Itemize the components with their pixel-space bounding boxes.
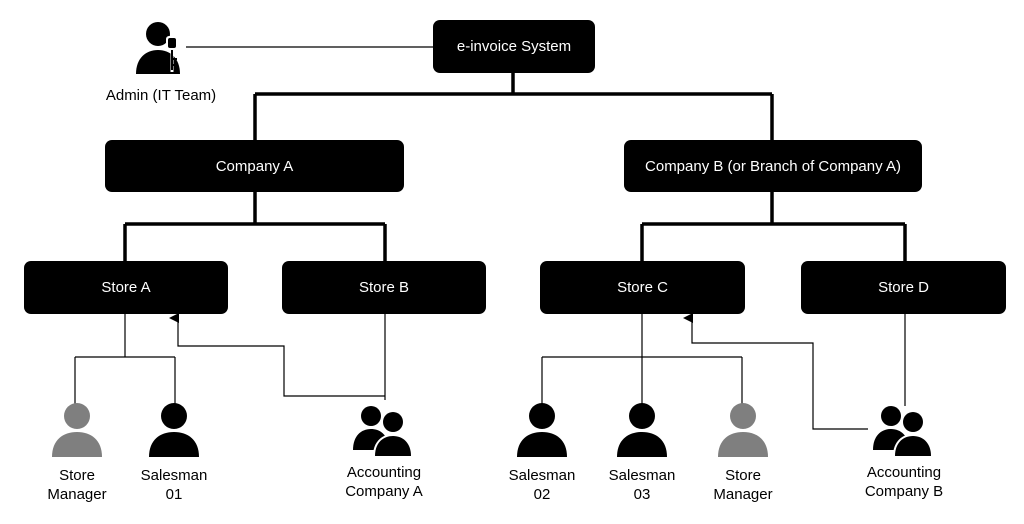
arrow-accountingB-to-storeC bbox=[683, 313, 868, 430]
connector-system-companies bbox=[253, 72, 774, 140]
person-label-line2: 03 bbox=[633, 486, 651, 503]
person-icon bbox=[715, 402, 771, 458]
system-box: e-invoice System bbox=[433, 20, 595, 73]
connector-storeA-staff bbox=[74, 314, 176, 405]
admin-with-key-icon bbox=[132, 20, 188, 76]
group-icon bbox=[349, 402, 419, 458]
connector-companyA-stores bbox=[123, 191, 387, 262]
arrow-accountingA-to-storeA bbox=[169, 313, 385, 397]
person-icon bbox=[514, 402, 570, 458]
person-label-line1: Store bbox=[725, 467, 761, 484]
admin-label: Admin (IT Team) bbox=[105, 87, 217, 104]
store-box-d: Store D bbox=[801, 261, 1006, 314]
person-label: Salesman 02 bbox=[482, 466, 602, 504]
person-label-line1: Salesman bbox=[508, 467, 576, 484]
person-label-line2: Manager bbox=[713, 486, 773, 503]
person-label-line2: 01 bbox=[165, 486, 183, 503]
person-label-line2: Company B bbox=[864, 483, 944, 500]
person-label-line1: Salesman bbox=[140, 467, 208, 484]
person-label: Salesman 03 bbox=[582, 466, 702, 504]
person-label-line2: 02 bbox=[533, 486, 551, 503]
person-label: Salesman 01 bbox=[114, 466, 234, 504]
store-box-a: Store A bbox=[24, 261, 228, 314]
store-box-b: Store B bbox=[282, 261, 486, 314]
person-label-line1: Accounting bbox=[866, 464, 942, 481]
company-box-b: Company B (or Branch of Company A) bbox=[624, 140, 922, 192]
group-icon bbox=[869, 402, 939, 458]
connector-storeC-staff bbox=[541, 314, 743, 405]
person-label-line2: Company A bbox=[345, 483, 423, 500]
company-box-a: Company A bbox=[105, 140, 404, 192]
person-icon bbox=[49, 402, 105, 458]
person-icon bbox=[614, 402, 670, 458]
person-label-line1: Accounting bbox=[346, 464, 422, 481]
person-icon bbox=[146, 402, 202, 458]
store-box-c: Store C bbox=[540, 261, 745, 314]
person-label-line1: Store bbox=[59, 467, 95, 484]
connector-companyB-stores bbox=[640, 191, 907, 262]
person-label-line1: Salesman bbox=[608, 467, 676, 484]
person-label-line2: Manager bbox=[47, 486, 107, 503]
